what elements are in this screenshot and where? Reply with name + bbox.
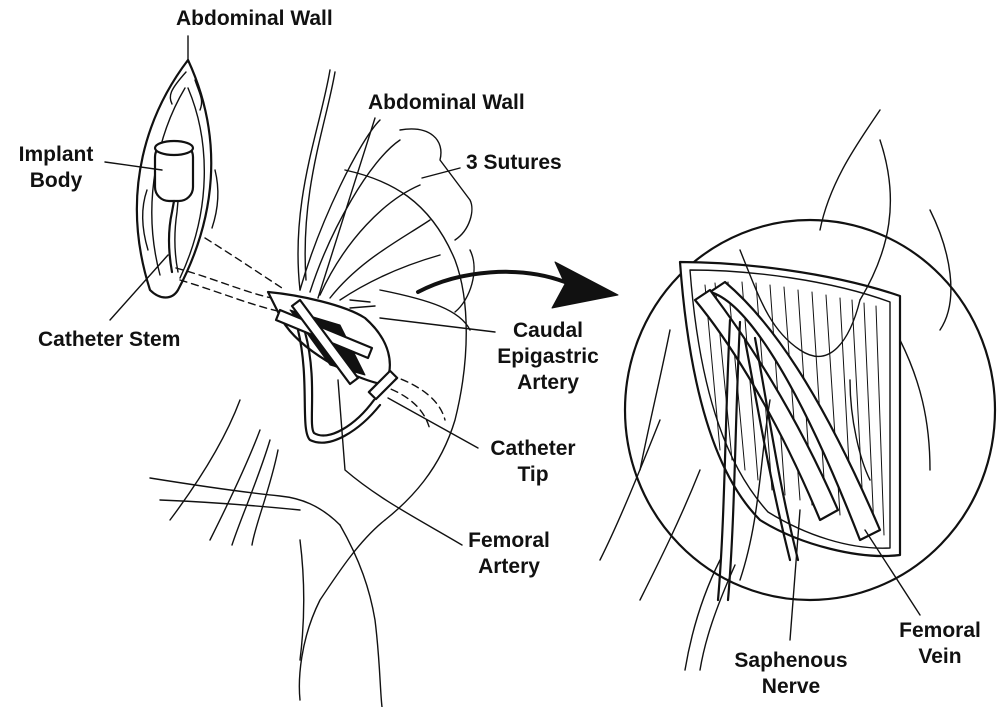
curved-arrow-icon [418,262,618,308]
label-saphenous-line2: Nerve [724,674,858,700]
label-femoral-artery-line2: Artery [454,554,564,580]
label-femoral-vein: Femoral Vein [888,618,992,670]
leg-outline [150,70,470,707]
label-implant-body-line1: Implant [6,142,106,168]
groin-incision [268,292,397,443]
implant-body [155,141,193,272]
label-femoral-artery: Femoral Artery [454,528,564,580]
label-femoral-vein-line1: Femoral [888,618,992,644]
label-implant-body-line2: Body [6,168,106,194]
sutures [300,120,474,312]
label-femoral-artery-line1: Femoral [454,528,564,554]
label-femoral-vein-line2: Vein [888,644,992,670]
label-catheter-tip-line1: Catheter [478,436,588,462]
label-saphenous-nerve: Saphenous Nerve [724,648,858,700]
label-saphenous-line1: Saphenous [724,648,858,674]
label-caudal-line2: Epigastric [488,344,608,370]
label-caudal-epigastric-artery: Caudal Epigastric Artery [488,318,608,396]
label-catheter-tip-line2: Tip [478,462,588,488]
label-caudal-line1: Caudal [488,318,608,344]
label-three-sutures: 3 Sutures [466,150,562,176]
label-catheter-tip: Catheter Tip [478,436,588,488]
label-implant-body: Implant Body [6,142,106,194]
magnified-view [600,110,995,670]
label-abdominal-wall-mid: Abdominal Wall [368,90,525,116]
label-caudal-line3: Artery [488,370,608,396]
label-catheter-stem: Catheter Stem [38,327,180,353]
label-abdominal-wall-top: Abdominal Wall [176,6,333,32]
